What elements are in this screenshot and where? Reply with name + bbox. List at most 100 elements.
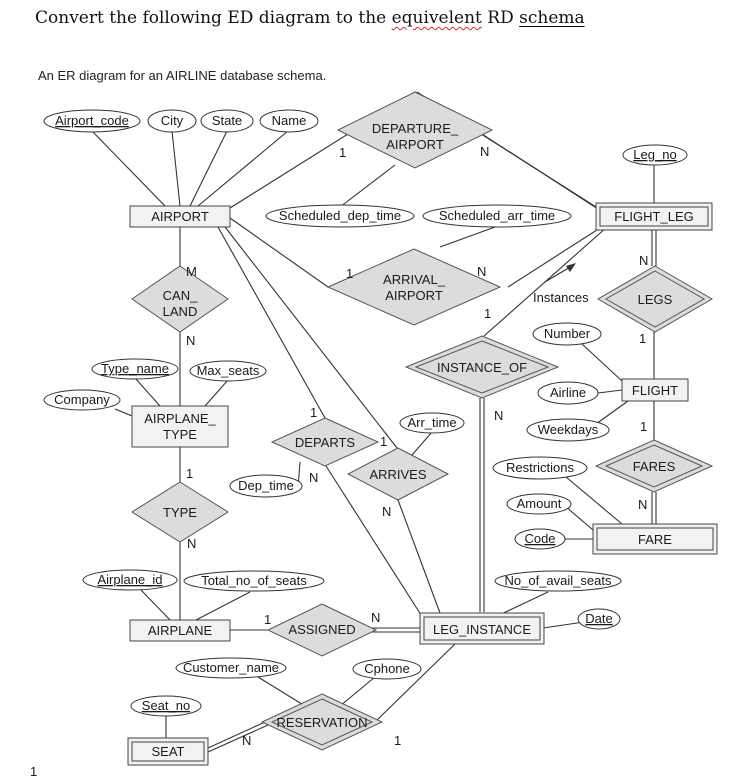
card-arr-airport-n: N: [477, 264, 486, 279]
entity-seat: SEAT: [127, 737, 209, 766]
attr-max-seats-label: Max_seats: [197, 363, 260, 378]
card-can-land-n: N: [186, 333, 195, 348]
attr-company: Company: [43, 389, 121, 411]
entity-airplane-type-line2: TYPE: [163, 427, 197, 442]
rel-legs: LEGS: [597, 265, 713, 333]
card-reservation-1: 1: [394, 733, 401, 748]
attr-dep-time: Dep_time: [229, 474, 303, 498]
attr-restrictions: Restrictions: [492, 456, 588, 480]
rel-departure-airport-line2: AIRPORT: [386, 137, 444, 152]
rel-reservation-label: RESERVATION: [276, 715, 367, 730]
attr-arr-time-label: Arr_time: [407, 415, 456, 430]
figure-caption: An ER diagram for an AIRLINE database sc…: [38, 68, 327, 83]
attr-airline: Airline: [537, 381, 599, 405]
entity-seat-label: SEAT: [152, 744, 185, 759]
attr-airport-code-label: Airport_code: [55, 113, 129, 128]
card-assigned-n: N: [371, 610, 380, 625]
attr-airport-code: Airport_code: [43, 109, 141, 133]
entity-airplane-type-line1: AIRPLANE_: [144, 411, 216, 426]
entity-airport-label: AIRPORT: [151, 209, 209, 224]
attr-seat-no-label: Seat_no: [142, 698, 190, 713]
rel-departure-airport-line1: DEPARTURE_: [372, 121, 459, 136]
rel-assigned: ASSIGNED: [266, 603, 378, 657]
rel-arrival-airport-line2: AIRPORT: [385, 288, 443, 303]
edge-restrictions: [565, 476, 623, 525]
instances-label: Instances: [533, 290, 589, 305]
edge-arr-time: [411, 431, 433, 456]
rel-type: TYPE: [131, 481, 229, 543]
attr-name: Name: [259, 109, 319, 133]
rel-type-label: TYPE: [163, 505, 197, 520]
rel-can-land-label: CAN_LAND: [163, 288, 198, 319]
attr-cphone-label: Cphone: [364, 661, 410, 676]
edge-city: [171, 130, 181, 207]
card-departs-1: 1: [310, 405, 317, 420]
edge-total-seats: [195, 591, 251, 621]
edge-leginstance-reservation: [374, 643, 456, 723]
card-instance-of-1: 1: [484, 306, 491, 321]
attr-number: Number: [532, 322, 602, 346]
rel-arrival-airport: ARRIVAL_AIRPORT: [326, 248, 502, 326]
card-fares-n: N: [638, 497, 647, 512]
rel-arrival-airport-line1: ARRIVAL_: [383, 272, 446, 287]
attr-leg-no: Leg_no: [622, 144, 688, 166]
attr-dep-time-label: Dep_time: [238, 478, 294, 493]
entity-flight-label: FLIGHT: [632, 383, 678, 398]
entity-flight: FLIGHT: [621, 378, 689, 402]
edge-date: [542, 621, 585, 629]
card-dep-airport-n: N: [480, 144, 489, 159]
edge-seat-reservation: [207, 721, 266, 749]
rel-assigned-label: ASSIGNED: [288, 622, 355, 637]
rel-instance-of-label: INSTANCE_OF: [437, 360, 527, 375]
entity-fare-label: FARE: [638, 532, 672, 547]
attr-date-label: Date: [585, 611, 612, 626]
attr-restrictions-label: Restrictions: [506, 460, 574, 475]
attr-date: Date: [577, 608, 621, 630]
rel-fares: FARES: [594, 439, 714, 493]
edge-departs-leginstance: [325, 465, 424, 619]
edge-amount: [564, 505, 594, 531]
attr-total-no-of-seats-label: Total_no_of_seats: [201, 573, 307, 588]
attr-customer-name-label: Customer_name: [183, 660, 279, 675]
page-mark: 1: [30, 764, 37, 777]
attr-city: City: [147, 109, 197, 133]
edge-sched-dep-time: [339, 164, 396, 208]
attr-airplane-id: Airplane_id: [82, 569, 178, 591]
rel-arrival-airport-label: ARRIVAL_AIRPORT: [383, 272, 446, 303]
heading-text-3: RD: [481, 8, 520, 28]
entity-airplane-type: AIRPLANE_TYPE: [131, 405, 229, 448]
card-departs-n: N: [309, 470, 318, 485]
rel-departure-airport: DEPARTURE_AIRPORT: [336, 91, 494, 169]
attr-city-label: City: [161, 113, 184, 128]
card-legs-n: N: [639, 253, 648, 268]
card-arr-airport-1: 1: [346, 266, 353, 281]
rel-departure-airport-label: DEPARTURE_AIRPORT: [372, 121, 459, 152]
edge-name: [197, 130, 289, 207]
entity-flight-leg: FLIGHT_LEG: [595, 202, 713, 231]
attr-airplane-id-label: Airplane_id: [97, 572, 162, 587]
attr-seat-no: Seat_no: [130, 695, 202, 717]
attr-scheduled-arr-time-label: Scheduled_arr_time: [439, 208, 555, 223]
card-reservation-n: N: [242, 733, 251, 748]
edge-type-name: [134, 377, 161, 407]
rel-instance-of: INSTANCE_OF: [404, 335, 560, 399]
heading-misspelled-word: equivelent: [391, 8, 482, 28]
edge-airport-code: [91, 130, 166, 207]
entity-airplane: AIRPLANE: [129, 619, 231, 642]
rel-arrives: ARRIVES: [346, 447, 450, 501]
edge-airplane-id: [140, 589, 171, 621]
card-assigned-1: 1: [264, 612, 271, 627]
edge-weekdays: [595, 400, 629, 425]
entity-flight-leg-label: FLIGHT_LEG: [614, 209, 693, 224]
edge-airport-arrival: [229, 217, 329, 288]
card-can-land-m: M: [186, 264, 197, 279]
edge-airport-departs: [217, 226, 326, 419]
attr-scheduled-arr-time: Scheduled_arr_time: [422, 204, 572, 228]
card-arrives-1: 1: [380, 434, 387, 449]
instances-arrow-line: [544, 265, 573, 283]
attr-state-label: State: [212, 113, 242, 128]
attr-company-label: Company: [54, 392, 110, 407]
rel-fares-label: FARES: [633, 459, 676, 474]
instances-annotation: Instances: [533, 263, 589, 305]
edge-arrival-flightleg: [507, 227, 601, 288]
